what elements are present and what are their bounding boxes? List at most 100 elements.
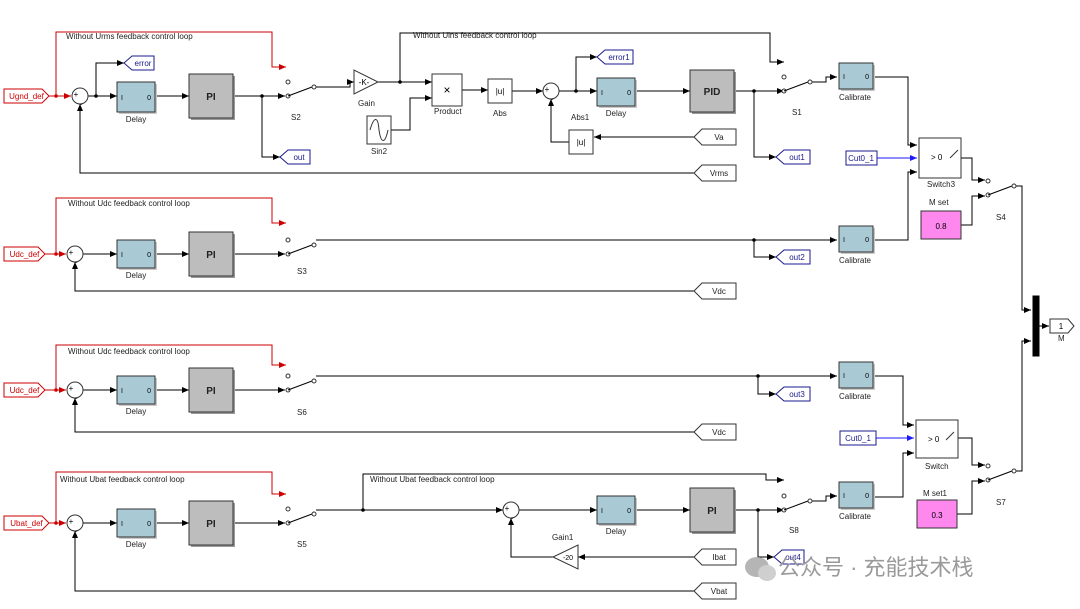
input-port-cut0-1-a[interactable] xyxy=(845,150,878,166)
input-port-udc-def-2[interactable] xyxy=(3,382,46,398)
from-tag-ibat[interactable] xyxy=(693,548,737,566)
from-tag-va[interactable] xyxy=(693,128,737,146)
s4-output[interactable] xyxy=(1011,183,1017,189)
constant-m-set[interactable] xyxy=(920,210,962,240)
loop-label-udc-2: Without Udc feedback control loop xyxy=(68,347,190,356)
sum-minus-sign: - xyxy=(75,526,78,536)
goto-tag-error1[interactable] xyxy=(596,49,634,65)
loop-label-ubat-2: Without Ubat feedback control loop xyxy=(370,475,495,484)
gain-block[interactable] xyxy=(353,69,380,95)
s1-output[interactable] xyxy=(807,79,813,85)
delay-ubat[interactable] xyxy=(596,495,636,525)
from-tag-vdc-2[interactable] xyxy=(693,423,737,441)
goto-tag-out2[interactable] xyxy=(775,249,811,265)
abs-block[interactable] xyxy=(487,78,513,104)
port-label: 0 xyxy=(865,74,869,81)
pi-block-ubat[interactable] xyxy=(689,487,735,533)
sum-plus-sign: + xyxy=(74,90,79,99)
port-label: I xyxy=(601,90,603,97)
calibrate-block-row3[interactable] xyxy=(838,361,874,389)
input-port-cut0-1-b[interactable] xyxy=(839,430,877,446)
switch3-lever-icon xyxy=(949,149,959,159)
sum-row1[interactable] xyxy=(71,87,89,105)
s8-lever[interactable] xyxy=(783,500,809,511)
calibrate-block-row2[interactable] xyxy=(838,225,874,253)
gain-label: Gain xyxy=(358,99,375,108)
constant-m-set1[interactable] xyxy=(916,499,958,529)
s6-output[interactable] xyxy=(311,378,317,384)
delay-row3[interactable] xyxy=(116,375,156,405)
sum-plus-sign: + xyxy=(505,504,510,513)
s5-contact-a[interactable] xyxy=(285,506,291,512)
s1-lever[interactable] xyxy=(783,81,809,92)
s4-lever[interactable] xyxy=(987,185,1013,196)
signal-line xyxy=(812,493,837,502)
sum-ubat[interactable] xyxy=(502,501,520,519)
port-label: 0 xyxy=(865,493,869,500)
s8-contact-a[interactable] xyxy=(781,493,787,499)
product-block[interactable] xyxy=(431,73,463,107)
switch-block[interactable] xyxy=(915,419,959,459)
from-tag-vrms[interactable] xyxy=(693,164,737,182)
s1-contact-a[interactable] xyxy=(781,74,787,80)
branch-point xyxy=(54,521,58,525)
s7-contact-a[interactable] xyxy=(985,463,991,469)
calibrate-block-row1[interactable] xyxy=(838,62,874,90)
pi-block-row1[interactable] xyxy=(188,73,234,119)
port-label: I xyxy=(121,95,123,102)
s6-lever[interactable] xyxy=(287,380,313,391)
port-label: 0 xyxy=(627,508,631,515)
delay-row1[interactable] xyxy=(116,81,156,113)
goto-tag-out1[interactable] xyxy=(775,149,811,165)
s3-lever[interactable] xyxy=(287,244,313,255)
signal-line xyxy=(757,510,774,560)
delay-row4[interactable] xyxy=(116,508,156,538)
s5-lever[interactable] xyxy=(287,513,313,524)
abs1-block[interactable] xyxy=(568,129,594,155)
signal-line xyxy=(77,104,694,174)
delay-row2[interactable] xyxy=(116,239,156,269)
s5-output[interactable] xyxy=(311,511,317,517)
s7-lever[interactable] xyxy=(987,470,1013,481)
input-port-udc-def-1[interactable] xyxy=(3,246,46,262)
s3-output[interactable] xyxy=(311,242,317,248)
s2-lever[interactable] xyxy=(287,86,313,97)
from-tag-vdc-2-text: Vdc xyxy=(712,428,726,437)
calibrate-block-row4[interactable] xyxy=(838,481,874,509)
goto-tag-out4[interactable] xyxy=(773,549,805,565)
s2-contact-a[interactable] xyxy=(285,79,291,85)
pi-block-row4[interactable] xyxy=(188,500,234,546)
s7-output[interactable] xyxy=(1011,468,1017,474)
from-tag-vdc-1[interactable] xyxy=(693,282,737,300)
s3-contact-a[interactable] xyxy=(285,237,291,243)
s2-output[interactable] xyxy=(311,84,317,90)
goto-tag-out3[interactable] xyxy=(775,386,811,402)
delay-uins[interactable] xyxy=(596,77,636,107)
mux-block[interactable] xyxy=(1032,295,1040,357)
sin2-label: Sin2 xyxy=(371,147,388,156)
sum-row3[interactable] xyxy=(66,381,84,399)
switch-label-s5: S5 xyxy=(297,540,307,549)
pid-block[interactable] xyxy=(689,69,735,113)
pi-block-row3[interactable] xyxy=(188,367,234,413)
branch-point xyxy=(54,252,58,256)
pi-block-row2[interactable] xyxy=(188,231,234,277)
sum-row4[interactable] xyxy=(66,514,84,532)
s4-contact-a[interactable] xyxy=(985,178,991,184)
switch-label-s8: S8 xyxy=(789,526,799,535)
s6-contact-a[interactable] xyxy=(285,373,291,379)
goto-tag-out[interactable] xyxy=(279,149,311,165)
sum-uins[interactable] xyxy=(542,82,560,100)
gain1-block[interactable] xyxy=(551,544,579,570)
input-port-ubat-def[interactable] xyxy=(3,515,50,531)
input-port-ugnd-def[interactable] xyxy=(3,88,50,104)
sum-row2[interactable] xyxy=(66,245,84,263)
output-port-m[interactable] xyxy=(1049,318,1075,334)
delay-label: Delay xyxy=(126,540,146,549)
from-tag-vbat[interactable] xyxy=(693,582,737,600)
switch3-block[interactable] xyxy=(918,137,962,179)
goto-tag-error[interactable] xyxy=(123,55,155,71)
goto-tag-error-text: error xyxy=(135,59,152,68)
s8-output[interactable] xyxy=(807,498,813,504)
